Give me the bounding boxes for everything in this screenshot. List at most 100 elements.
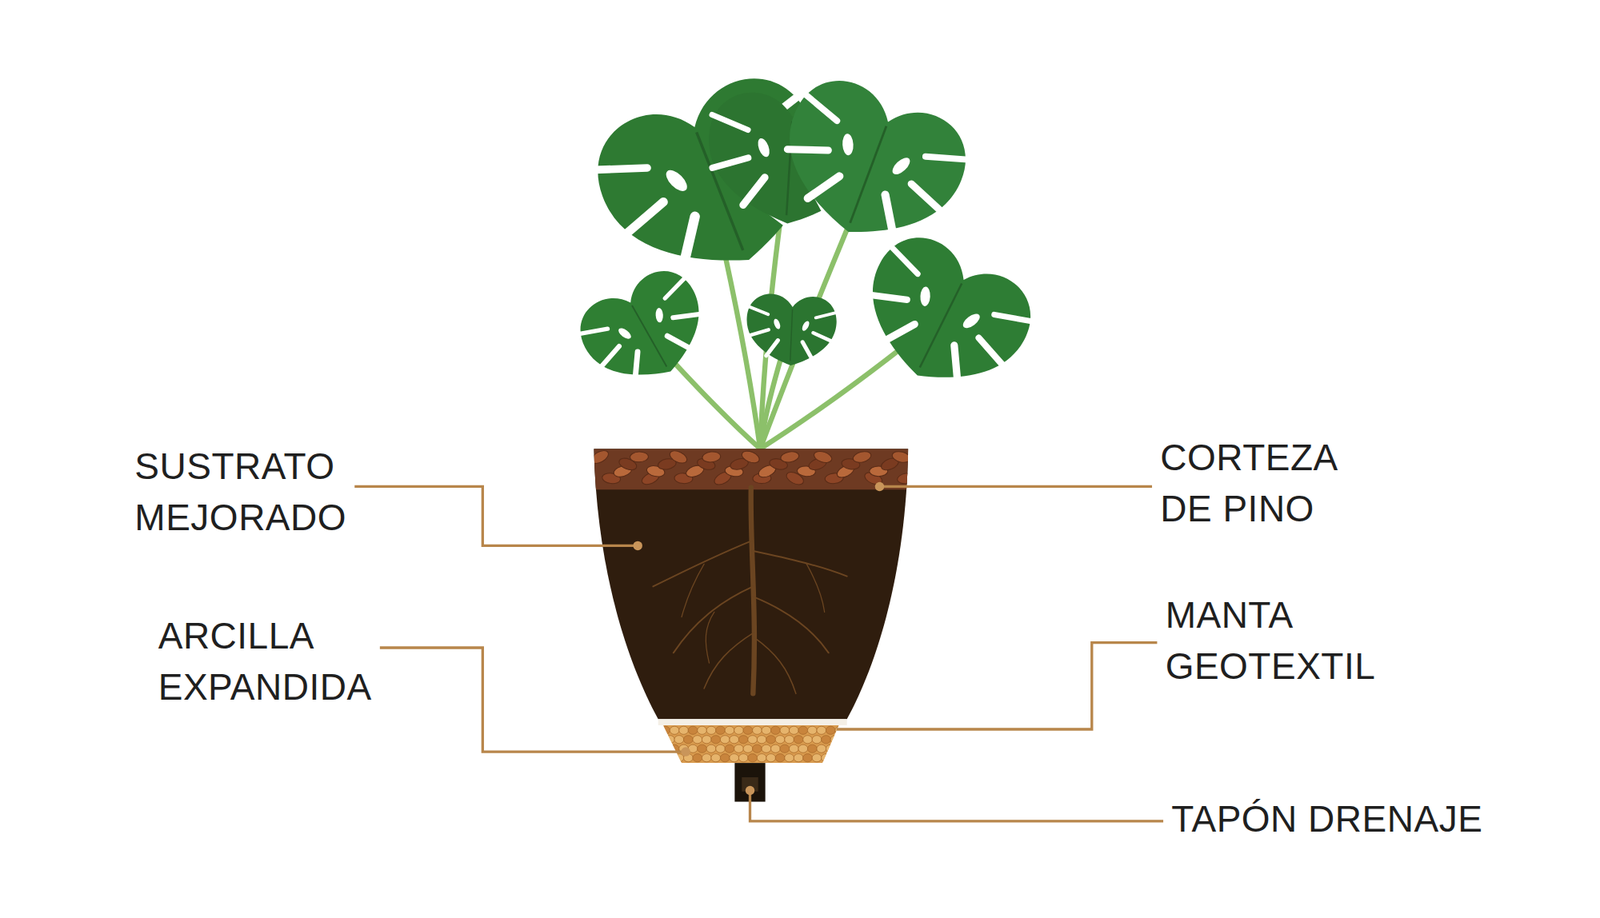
leaf-slit [670, 216, 708, 264]
leaf-slit [905, 184, 947, 212]
clay-pebble [665, 754, 676, 763]
root [704, 632, 755, 689]
clay-pebble [803, 736, 813, 744]
clay-pebble [669, 726, 680, 735]
clay-pebble [771, 726, 781, 735]
leaf-blade [760, 66, 980, 264]
leader-lines [354, 482, 1164, 822]
clay-pebble [729, 736, 740, 744]
leader-line [879, 485, 1152, 488]
roots [652, 488, 847, 695]
root [752, 551, 848, 577]
clay-pebble [665, 736, 676, 744]
leaf-slit [799, 93, 842, 121]
leader-line [836, 643, 1158, 730]
clay-pebble [771, 744, 781, 753]
root [652, 540, 752, 587]
leaf-slit [594, 152, 648, 185]
leaf-slit [619, 202, 670, 236]
leaf-slit [748, 306, 769, 315]
clay-pebble [688, 726, 698, 735]
leaf-hole [756, 136, 772, 159]
clay-pebble [743, 726, 753, 735]
clay-pebble [706, 744, 716, 753]
leaf-hole [800, 320, 811, 332]
leaf-slit [712, 155, 749, 172]
clay-pebble [716, 726, 726, 735]
clay-pebble [812, 736, 822, 744]
clay-pebble [807, 744, 817, 753]
clay-layer [663, 725, 839, 764]
leaf-slit [579, 320, 608, 342]
clay-pebble [766, 754, 776, 763]
clay-pebble [775, 754, 785, 763]
clay-pebble [821, 736, 832, 744]
clay-pebble [766, 736, 776, 744]
leaf-slit [743, 176, 765, 208]
clay-pebble [679, 726, 689, 735]
clay-pebble [734, 744, 744, 753]
clay-pebble [738, 754, 748, 763]
leaf-slit [884, 246, 924, 275]
bark-chunk [896, 472, 917, 485]
root [806, 563, 825, 612]
clay-pebble [729, 754, 740, 763]
root [754, 637, 796, 694]
leader-line [354, 486, 638, 546]
clay-pebbles [660, 726, 850, 763]
clay-pebble [711, 754, 721, 763]
leaf-slit [711, 115, 749, 131]
part-label: SUSTRATO MEJORADO [134, 440, 375, 544]
clay-pebble [674, 736, 684, 744]
clay-pebble [788, 726, 799, 735]
part-label: ARCILLA EXPANDIDA [158, 610, 399, 713]
clay-pebble [788, 744, 799, 753]
leader-dot [745, 786, 755, 796]
leader-line [750, 791, 1164, 822]
clay-pebble [692, 754, 703, 763]
leader-line [380, 648, 686, 752]
monstera-leaf [744, 292, 839, 368]
clay-pebble [738, 736, 748, 744]
clay-pebble [756, 754, 767, 763]
clay-pebble [720, 754, 730, 763]
leaf-hole [616, 326, 633, 341]
leader-dot [875, 482, 884, 492]
clay-pebble [830, 754, 840, 763]
clay-pebble [697, 744, 708, 753]
clay-pebble [692, 736, 703, 744]
leaf-blade [568, 260, 722, 402]
clay-pebble [660, 726, 671, 735]
root [705, 612, 715, 664]
leader-dot [632, 541, 642, 551]
bark-chunks [589, 448, 917, 488]
leaf-slit [596, 346, 624, 368]
leaf-hole [772, 318, 782, 331]
leaf-slit [787, 136, 828, 164]
clay-pebble [761, 726, 772, 735]
leaf-blade [841, 222, 1046, 412]
pot [586, 447, 916, 803]
leaf-hole [960, 311, 983, 332]
clay-pebble [821, 754, 832, 763]
part-label: CORTEZA DE PINO [1160, 432, 1368, 535]
clay-pebble [816, 726, 827, 735]
clay-pebble [816, 744, 827, 753]
clay-pebble [825, 726, 836, 735]
clay-pebble [720, 736, 730, 744]
clay-pebble [734, 726, 744, 735]
clay-pebble [697, 726, 708, 735]
clay-pebble [784, 754, 795, 763]
clay-pebble [830, 736, 840, 744]
leaf-blade [744, 292, 839, 368]
leaf-slit [925, 144, 968, 172]
part-label: MANTA GEOTEXTIL [1165, 589, 1406, 692]
root [673, 586, 753, 653]
clay-pebble [784, 736, 795, 744]
leaf-slit [667, 329, 691, 356]
root [752, 596, 828, 653]
bark-chunk [629, 452, 648, 464]
bark-chunk [701, 451, 721, 464]
monstera-leaf [568, 260, 722, 402]
leader-dot [680, 747, 690, 756]
